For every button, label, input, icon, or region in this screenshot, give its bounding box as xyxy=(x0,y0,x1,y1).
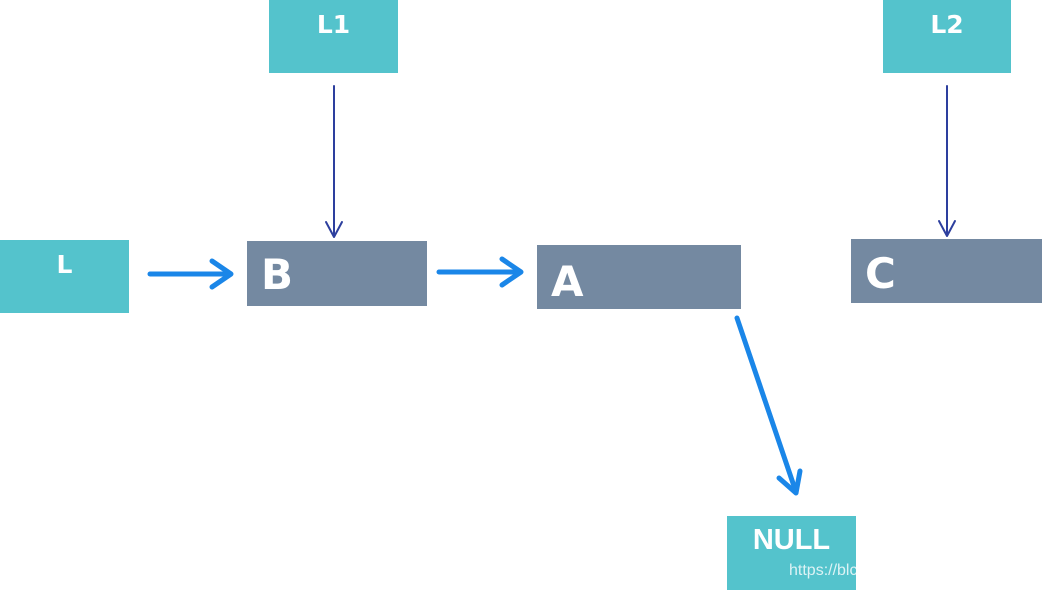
node-c-label: C xyxy=(865,249,896,298)
node-a: A xyxy=(537,245,741,309)
node-a-label: A xyxy=(551,257,584,306)
arrow-l-to-b xyxy=(147,258,234,290)
arrow-a-to-null xyxy=(734,315,803,496)
pointer-l-box: L xyxy=(0,240,129,313)
null-label: NULL xyxy=(752,524,831,556)
pointer-l2-box: L2 xyxy=(883,0,1011,73)
watermark-text: https://blc xyxy=(789,562,856,579)
node-b-label: B xyxy=(261,250,294,299)
node-c: C xyxy=(851,239,1042,303)
pointer-l1-label: L1 xyxy=(316,10,351,39)
pointer-arrows xyxy=(325,85,956,238)
arrow-l2-to-c xyxy=(938,85,956,237)
pointer-l1-box: L1 xyxy=(269,0,398,73)
arrow-l1-to-b xyxy=(325,85,343,238)
null-box: NULL https://blc xyxy=(727,516,856,590)
node-b: B xyxy=(247,241,427,306)
arrow-b-to-a xyxy=(436,256,524,288)
pointer-l-label: L xyxy=(56,250,73,279)
pointer-l2-label: L2 xyxy=(930,10,964,39)
link-arrows xyxy=(147,256,803,496)
